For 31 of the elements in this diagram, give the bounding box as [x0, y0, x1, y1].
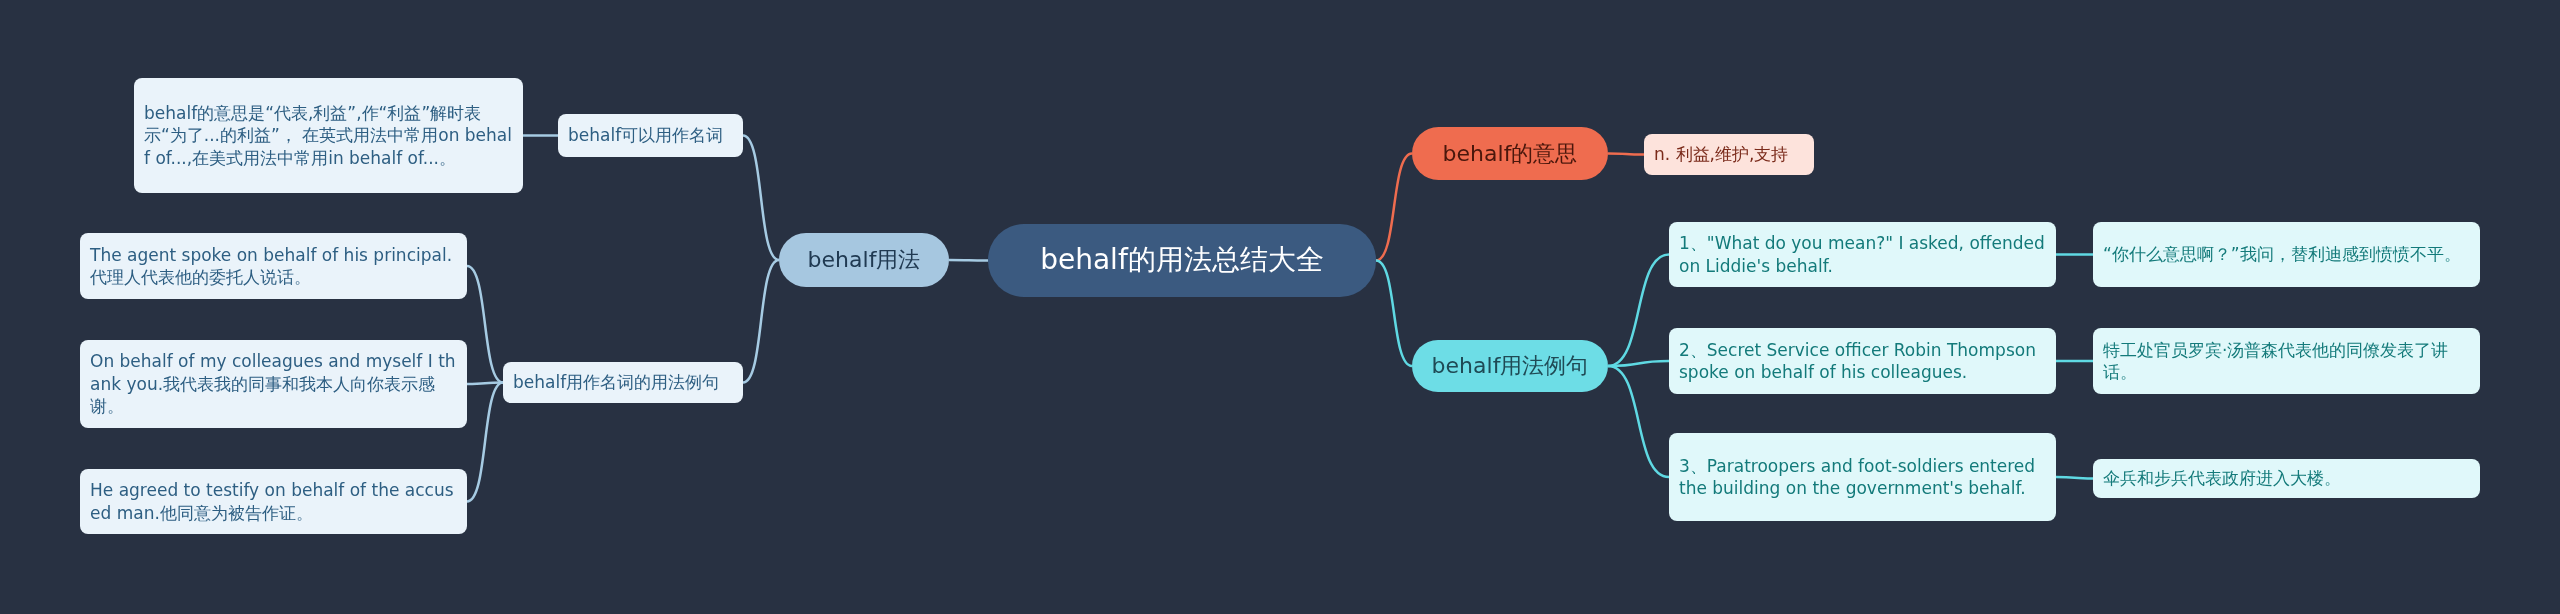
- connector-line: [1607, 364, 1670, 479]
- note-box: On behalf of my colleagues and myself I thank you.我代表我的同事和我本人向你表示感谢。: [80, 340, 467, 428]
- connector-line: [2056, 475, 2093, 480]
- connector-line: [2056, 359, 2093, 363]
- note-box: 伞兵和步兵代表政府进入大楼。: [2093, 459, 2480, 498]
- main-topic: behalf用法: [779, 233, 949, 287]
- connector-line: [742, 258, 780, 384]
- note-box: The agent spoke on behalf of his principal.代理人代表他的委托人说话。: [80, 233, 467, 299]
- connector-line: [949, 258, 988, 262]
- central-topic: behalf的用法总结大全: [988, 224, 1376, 297]
- subtopic-box: 1、"What do you mean?" I asked, offended on Liddie's behalf.: [1669, 222, 2056, 287]
- subtopic-box: n. 利益,维护,支持: [1644, 134, 1814, 175]
- subtopic-box: 2、Secret Service officer Robin Thompson spoke on behalf of his colleagues.: [1669, 328, 2056, 394]
- main-topic: behalf的意思: [1412, 127, 1608, 180]
- connector-line: [742, 134, 780, 262]
- subtopic-box: 3、Paratroopers and foot-soldiers entered the building on the government's behalf.: [1669, 433, 2056, 521]
- connector-line: [2056, 253, 2093, 256]
- note-box: He agreed to testify on behalf of the accused man.他同意为被告作证。: [80, 469, 467, 534]
- connector-line: [1608, 152, 1644, 156]
- subtopic-box: behalf用作名词的用法例句: [503, 362, 743, 403]
- subtopic-box: behalf可以用作名词: [558, 114, 743, 157]
- note-box: 特工处官员罗宾·汤普森代表他的同僚发表了讲话。: [2093, 328, 2480, 394]
- connector-line: [466, 381, 504, 503]
- connector-line: [523, 134, 558, 137]
- connector-line: [1375, 259, 1413, 368]
- note-box: “你什么意思啊？”我问，替利迪感到愤愤不平。: [2093, 222, 2480, 287]
- connector-line: [467, 381, 503, 386]
- main-topic: behalf用法例句: [1412, 340, 1608, 392]
- note-box: behalf的意思是“代表,利益”,作“利益”解时表示“为了...的利益”， 在英式用法中常用on behalf of...,在美式用法中常用in behalf of...。: [134, 78, 523, 193]
- connector-line: [466, 264, 504, 384]
- connector-line: [1375, 152, 1413, 262]
